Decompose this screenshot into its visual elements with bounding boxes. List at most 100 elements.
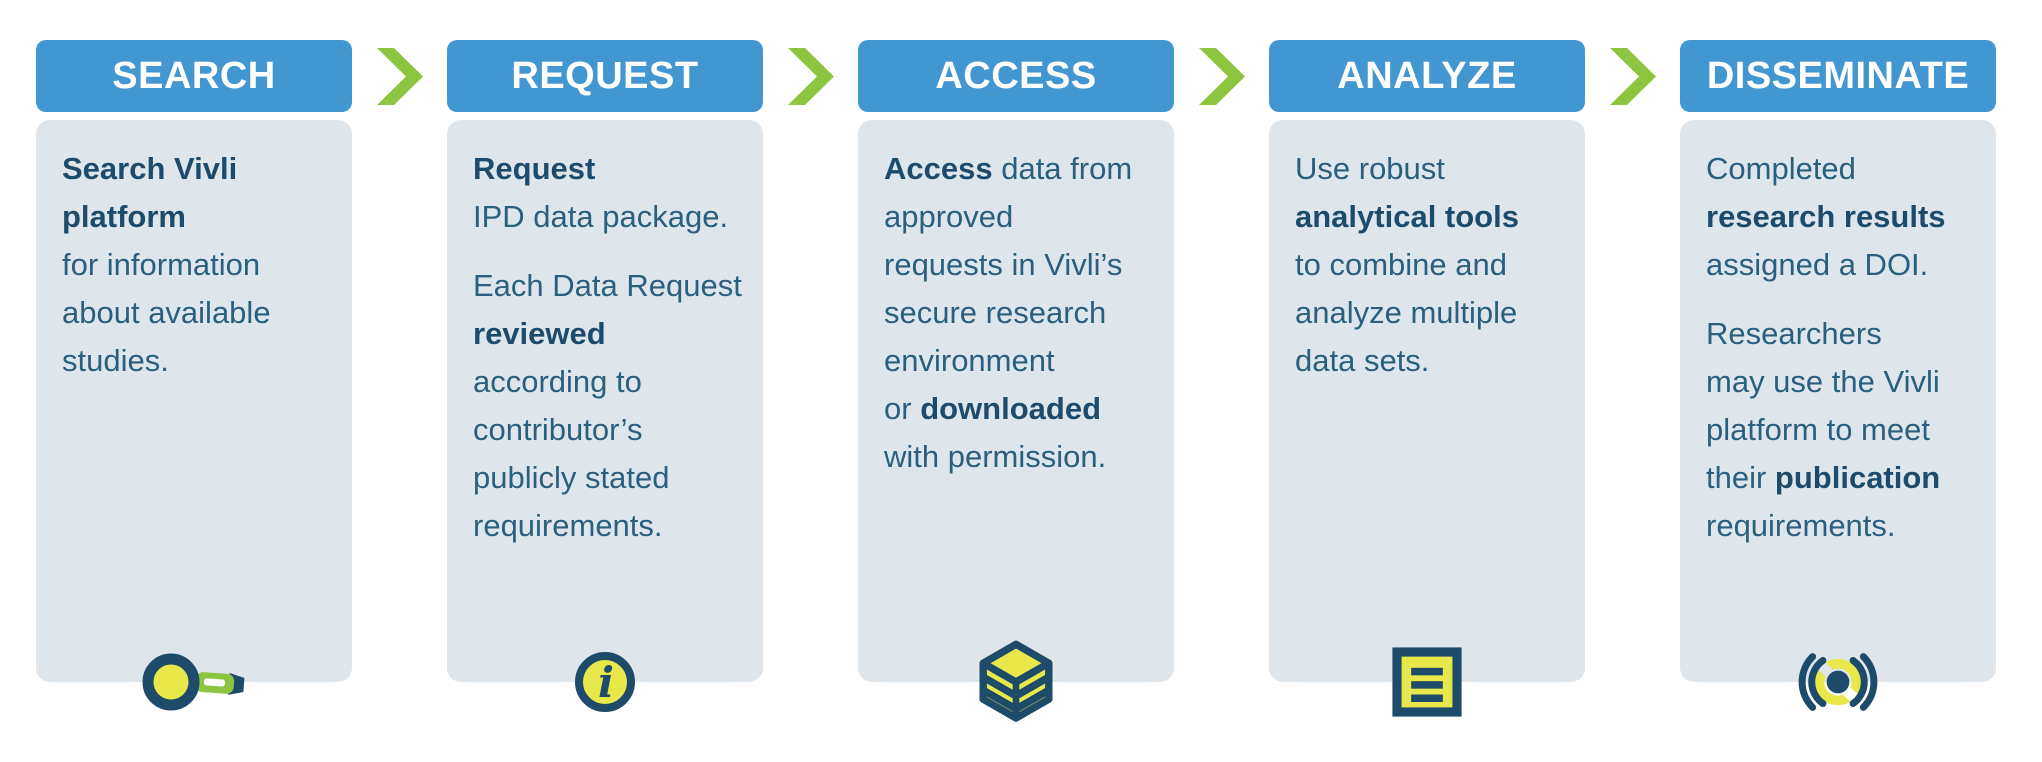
text-line: requests in Vivli’s [884,241,1156,289]
text-line: with permission. [884,433,1156,481]
text-segment: Request [473,151,596,186]
text-line: or downloaded [884,385,1156,433]
text-line: Access data from [884,145,1156,193]
text-segment: platform [62,199,186,234]
chevron-right-icon [1609,48,1656,105]
text-segment: or [884,391,921,426]
step-title: REQUEST [511,54,699,97]
data-cube-icon [979,640,1053,722]
text-segment: Researchers [1706,316,1882,351]
step-title: DISSEMINATE [1706,54,1970,97]
text-segment: analytical tools [1295,199,1519,234]
text-segment: publicly stated [473,460,670,495]
text-segment: contributor’s [473,412,643,447]
text-line: may use the Vivli [1706,358,1978,406]
text-segment: platform to meet [1706,412,1930,447]
text-segment: Completed [1706,151,1856,186]
data-cube-icon [975,639,1057,725]
broadcast-icon [1798,653,1878,711]
step-paragraph: Researchers may use the Vivli platform to … [1706,310,1978,550]
flow-arrow [763,40,858,105]
flow-arrow [1585,40,1680,105]
text-segment: environment [884,343,1055,378]
text-line: to combine and [1295,241,1567,289]
text-line: research results [1706,193,1978,241]
step-header-search: SEARCH [36,40,352,112]
document-list-icon [1392,647,1462,717]
flow-arrow [352,40,447,105]
text-line: according to [473,358,745,406]
text-line: their publication [1706,454,1978,502]
text-line: studies. [62,337,334,385]
step-header-analyze: ANALYZE [1269,40,1585,112]
step-header-request: REQUEST [447,40,763,112]
text-line: data sets. [1295,337,1567,385]
text-line: about available [62,289,334,337]
text-line: reviewed [473,310,745,358]
text-segment: downloaded [920,391,1102,426]
step-paragraph: Completed research results assigned a DOI. [1706,145,1978,289]
text-segment: requests in Vivli’s [884,247,1123,282]
step-card-disseminate: Completed research results assigned a DOI.… [1680,120,1996,682]
flow-arrow [1174,40,1269,105]
text-segment: Search Vivli [62,151,238,186]
text-segment: may use the Vivli [1706,364,1940,399]
text-segment: with permission. [884,439,1107,474]
text-segment: requirements. [473,508,663,543]
text-line: assigned a DOI. [1706,241,1978,289]
text-line: Completed [1706,145,1978,193]
step-paragraph: Each Data Request reviewed according to con… [473,262,745,550]
text-line: Each Data Request [473,262,745,310]
step-access: ACCESS Access data from approved requests … [858,40,1174,722]
text-line: platform [62,193,334,241]
step-disseminate: DISSEMINATE Completed research results ass… [1680,40,1996,711]
svg-text:i: i [598,658,614,707]
document-list-icon [1392,647,1462,717]
text-line: requirements. [473,502,745,550]
text-segment: secure research [884,295,1107,330]
text-segment: studies. [62,343,169,378]
step-paragraph: Access data from approved requests in Vivl… [884,145,1156,481]
text-segment: according to [473,364,642,399]
text-segment: research results [1706,199,1946,234]
text-line: approved [884,193,1156,241]
text-line: contributor’s [473,406,745,454]
text-segment: requirements. [1706,508,1896,543]
step-header-disseminate: DISSEMINATE [1680,40,1996,112]
text-segment: Use robust [1295,151,1445,186]
text-line: Use robust [1295,145,1567,193]
text-segment: approved [884,199,1014,234]
step-card-analyze: Use robust analytical tools to combine and… [1269,120,1585,682]
text-segment: Each Data Request [473,268,742,303]
step-title: SEARCH [112,54,276,97]
text-line: publicly stated [473,454,745,502]
chevron-right-icon [1198,48,1245,105]
text-segment: reviewed [473,316,606,351]
text-segment: IPD data package. [473,199,729,234]
text-segment: analyze multiple [1295,295,1518,330]
text-line: environment [884,337,1156,385]
magnifier-icon [141,649,247,715]
text-line: requirements. [1706,502,1978,550]
step-paragraph: Use robust analytical tools to combine and… [1295,145,1567,385]
info-icon: i [575,652,635,712]
magnifier-icon [142,653,245,711]
text-segment: data sets. [1295,343,1430,378]
text-segment: assigned a DOI. [1706,247,1929,282]
broadcast-icon [1796,651,1880,714]
step-title: ACCESS [935,54,1097,97]
text-line: Researchers [1706,310,1978,358]
text-line: analyze multiple [1295,289,1567,337]
text-line: analytical tools [1295,193,1567,241]
text-segment: their [1706,460,1775,495]
text-line: Search Vivli [62,145,334,193]
text-segment: to combine and [1295,247,1507,282]
text-segment: Access [884,151,993,186]
